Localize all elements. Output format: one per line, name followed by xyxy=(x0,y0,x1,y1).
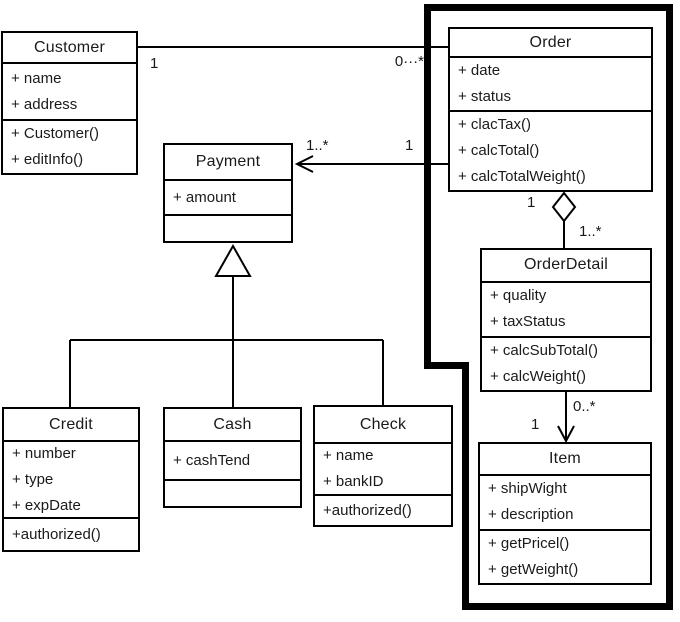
method: +authorized() xyxy=(323,501,412,519)
class-title-credit: Credit xyxy=(49,415,93,433)
class-attributes-payment: + amount xyxy=(165,179,291,214)
class-title-customer: Customer xyxy=(34,38,105,56)
method: + Customer() xyxy=(11,125,99,142)
multiplicity-item-end: 1 xyxy=(531,416,540,433)
attribute: + name xyxy=(11,69,62,87)
attribute: + address xyxy=(11,95,78,113)
attribute: + taxStatus xyxy=(490,313,566,331)
attribute: + status xyxy=(458,88,511,105)
multiplicity-order-payment-end: 1 xyxy=(405,137,414,154)
class-methods-payment xyxy=(165,214,291,241)
class-attributes-check: + name + bankID xyxy=(315,442,451,494)
class-attributes-item: + shipWight + description xyxy=(480,473,650,529)
class-box-item: Item + shipWight + description + getPric… xyxy=(478,442,652,585)
attribute: + date xyxy=(458,62,501,79)
multiplicity-orderdetail-aggregation-end: 1..* xyxy=(579,223,602,240)
attribute: + cashTend xyxy=(173,451,251,469)
class-methods-order: + clacTax() + calcTotal() + calcTotalWei… xyxy=(450,110,651,190)
down-arrowhead-icon xyxy=(557,425,575,444)
class-methods-item: + getPricel() + getWeight() xyxy=(480,529,650,583)
class-attributes-cash: + cashTend xyxy=(165,440,300,479)
method: +authorized() xyxy=(12,525,101,543)
method: + calcWeight() xyxy=(490,368,587,385)
class-title-check: Check xyxy=(359,415,407,433)
multiplicity-order-end: 0···* xyxy=(394,53,424,70)
method: + calcTotalWeight() xyxy=(458,168,586,185)
class-box-customer: Customer + name + address + Customer() +… xyxy=(1,31,138,175)
class-box-orderdetail: OrderDetail + quality + taxStatus + calc… xyxy=(480,248,652,392)
attribute: + amount xyxy=(173,188,236,206)
method: + getWeight() xyxy=(488,561,579,578)
class-attributes-orderdetail: + quality + taxStatus xyxy=(482,280,650,336)
method: + editInfo() xyxy=(11,151,84,168)
class-box-payment: Payment + amount xyxy=(163,143,293,243)
class-box-credit: Credit + number + type + expDate +author… xyxy=(2,407,140,552)
attribute: + shipWight xyxy=(488,480,567,498)
generalization-triangle-icon xyxy=(214,243,252,277)
class-attributes-order: + date + status xyxy=(450,56,651,110)
method: + calcTotal() xyxy=(458,142,540,159)
attribute: + expDate xyxy=(12,496,81,514)
multiplicity-customer-end: 1 xyxy=(150,55,159,72)
class-methods-customer: + Customer() + editInfo() xyxy=(3,119,136,173)
class-box-check: Check + name + bankID +authorized() xyxy=(313,405,453,527)
multiplicity-order-aggregation-end: 1 xyxy=(527,194,536,211)
highlight-boundary xyxy=(424,4,673,610)
class-title-cash: Cash xyxy=(213,415,252,433)
attribute: + description xyxy=(488,506,574,524)
class-methods-check: +authorized() xyxy=(315,494,451,525)
method: + clacTax() xyxy=(458,116,531,133)
class-attributes-customer: + name + address xyxy=(3,62,136,119)
attribute: + name xyxy=(323,447,374,464)
class-methods-credit: +authorized() xyxy=(4,517,138,550)
class-box-order: Order + date + status + clacTax() + calc… xyxy=(448,27,653,192)
attribute: + type xyxy=(12,470,54,488)
class-methods-orderdetail: + calcSubTotal() + calcWeight() xyxy=(482,336,650,390)
method: + calcSubTotal() xyxy=(490,342,598,359)
class-title-item: Item xyxy=(549,449,581,467)
multiplicity-payment-end: 1..* xyxy=(306,137,329,154)
attribute: + bankID xyxy=(323,473,384,490)
open-arrowhead-icon xyxy=(294,155,314,173)
aggregation-diamond-icon xyxy=(551,191,577,223)
class-attributes-credit: + number + type + expDate xyxy=(4,440,138,517)
attribute: + number xyxy=(12,444,76,462)
method: + getPricel() xyxy=(488,535,570,552)
class-title-order: Order xyxy=(529,33,572,51)
class-methods-cash xyxy=(165,479,300,506)
attribute: + quality xyxy=(490,287,547,305)
class-box-cash: Cash + cashTend xyxy=(163,407,302,508)
class-title-orderdetail: OrderDetail xyxy=(523,256,608,274)
multiplicity-orderdetail-item-end: 0..* xyxy=(573,398,596,415)
class-title-payment: Payment xyxy=(195,153,261,170)
